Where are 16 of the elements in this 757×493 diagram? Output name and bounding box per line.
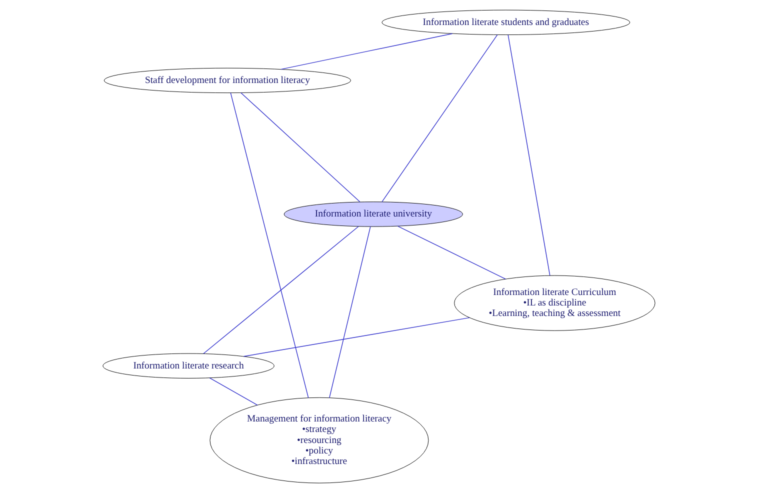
connector	[202, 226, 358, 354]
node-ellipse: Information literate university	[283, 202, 462, 227]
connector	[280, 33, 452, 70]
node-ellipse: Information literate students and graduates	[381, 10, 630, 36]
connector	[328, 226, 370, 398]
connector	[396, 226, 506, 280]
connector	[230, 92, 308, 398]
connector	[507, 34, 550, 276]
node-ellipse: Staff development for information literacy	[103, 68, 351, 94]
connector	[242, 317, 470, 357]
connector	[240, 92, 360, 202]
node-ellipse: Information literate research	[102, 353, 274, 378]
connector	[208, 378, 258, 406]
node-ellipse: Information literate Curriculum •IL as discipline •Learning, teaching & assessment	[454, 275, 655, 331]
node-ellipse: Management for information literacy •strategy •resourcing •policy •infrastructure	[209, 397, 428, 484]
connector	[381, 34, 498, 202]
